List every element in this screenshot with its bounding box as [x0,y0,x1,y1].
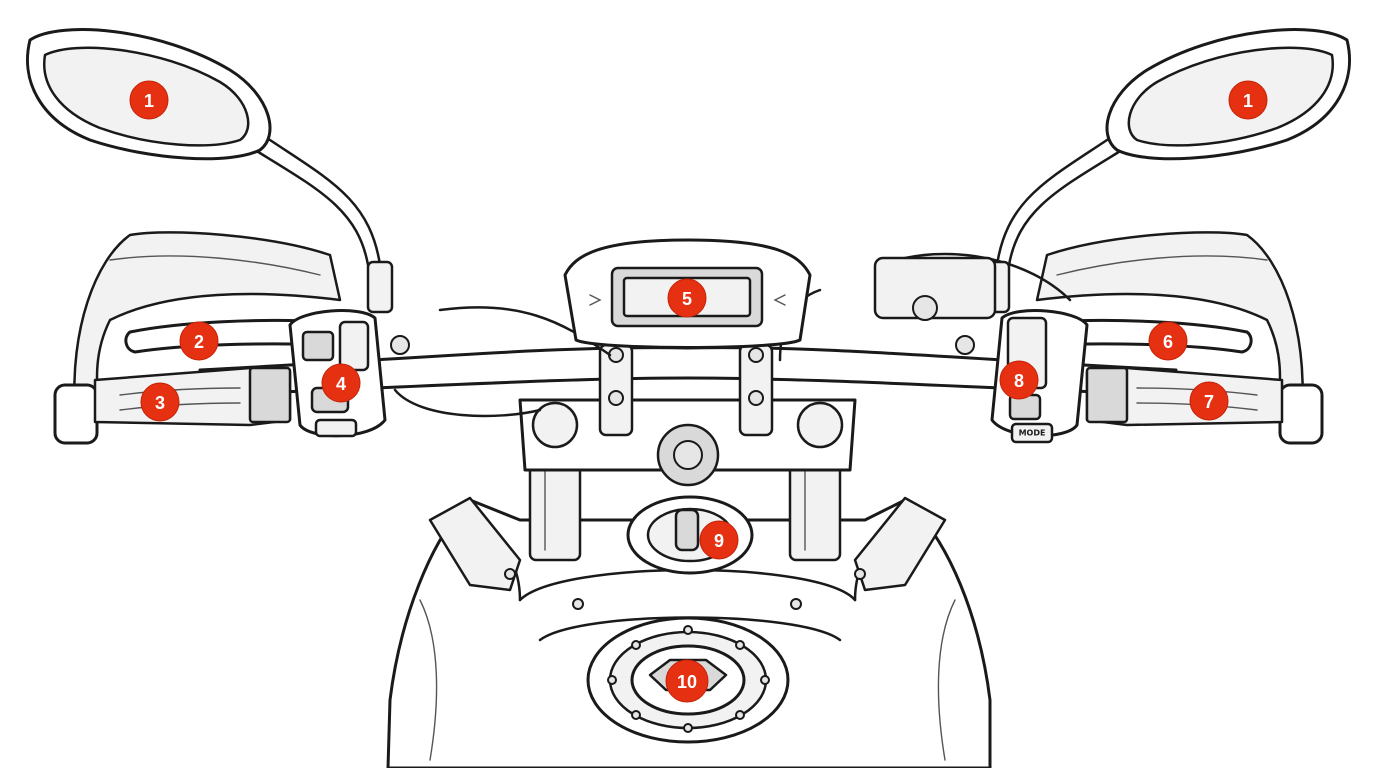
svg-text:8: 8 [1014,371,1024,391]
svg-text:4: 4 [336,374,346,394]
right-hand-guard [1035,231,1304,412]
mode-button-label: MODE [1019,429,1046,438]
callout-badge-instrument-display: 5 [667,278,707,318]
svg-text:7: 7 [1204,392,1214,412]
callout-badge-ignition-switch: 9 [699,520,739,560]
throttle-grip [1085,366,1324,445]
callout-badge-brake-lever: 6 [1148,321,1188,361]
svg-text:1: 1 [144,91,154,111]
left-hand-guard [73,231,342,412]
right-switch-cluster: MODE [990,309,1089,444]
callout-badge-right-switch-cluster: 8 [999,360,1039,400]
svg-text:6: 6 [1163,332,1173,352]
svg-text:10: 10 [677,672,697,692]
handlebar [198,343,1178,437]
clutch-lever [124,318,410,355]
svg-text:5: 5 [682,289,692,309]
callout-badge-throttle-grip: 7 [1189,381,1229,421]
svg-text:2: 2 [194,332,204,352]
callout-badge-left-mirror: 1 [129,80,169,120]
callout-badge-left-grip: 3 [140,382,180,422]
svg-text:1: 1 [1243,91,1253,111]
callout-badge-left-switch-cluster: 4 [321,363,361,403]
callout-badge-right-mirror: 1 [1228,80,1268,120]
callout-badge-clutch-lever: 2 [179,321,219,361]
svg-text:9: 9 [714,531,724,551]
callout-badge-fuel-cap: 10 [665,659,709,703]
svg-text:3: 3 [155,393,165,413]
